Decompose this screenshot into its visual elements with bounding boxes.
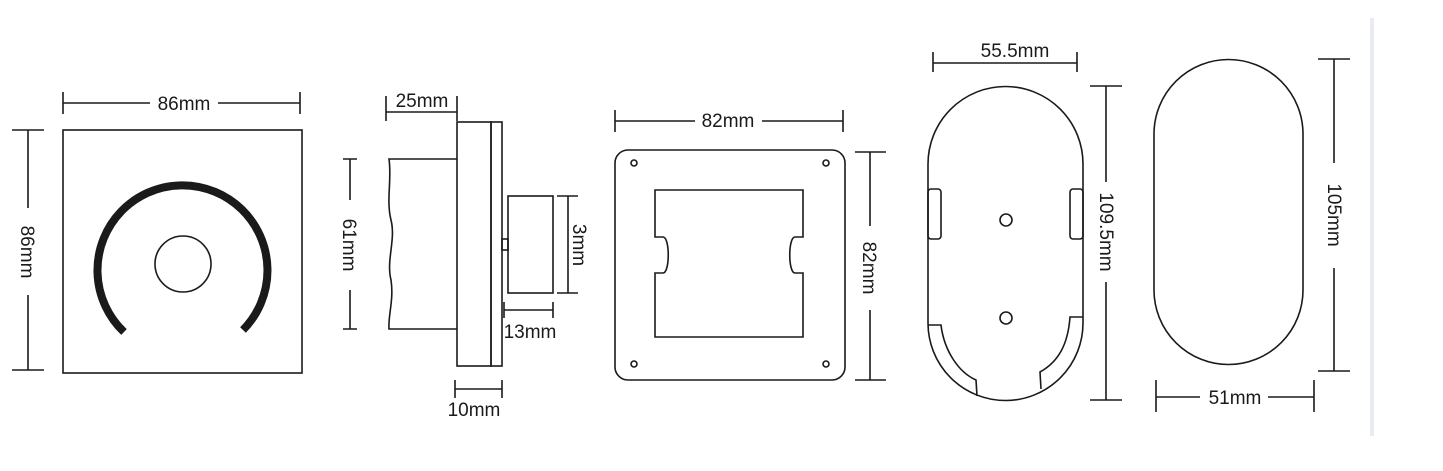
knob-depth-label: 13mm [504,322,557,343]
box-height-dimension-line [343,158,357,330]
mounting-plate-view: 82mm 82mm [614,110,886,381]
screw-hole [822,159,830,167]
height-dimension-line [12,129,44,371]
knob [507,195,554,294]
width-dimension-line [62,92,301,114]
panel-divider [1370,18,1374,436]
bracket-hole [999,213,1013,227]
center-button [154,235,212,293]
front-width-label: 86mm [158,94,211,115]
side-plate [456,121,492,367]
cover-outline [1153,58,1304,366]
bracket-tab-right [1069,188,1084,240]
box-height-label: 61mm [338,219,359,272]
bracket-clip [928,316,1083,397]
back-bracket-view: 55.5mm 109.5mm [927,41,1122,402]
front-view: 86mm 86mm [12,92,303,374]
bracket-height-dimension-line [1090,85,1122,401]
knob-height-label: 3mm [568,224,589,266]
knob-depth-dimension-line [503,302,554,318]
side-view: 25mm 61mm 3mm 13mm 10mm [338,91,589,421]
plate-height-dimension-line [855,151,886,381]
plate-width-dimension-line [614,110,844,132]
screw-hole [630,360,638,368]
front-height-label: 86mm [16,226,37,279]
knob-stem [501,238,509,251]
cover-width-label: 51mm [1209,388,1262,409]
front-panel-outline [62,129,303,374]
plate-cutout [654,189,804,338]
plate-outline [614,149,846,381]
back-box [388,158,457,330]
cover-height-dimension-line [1318,58,1350,372]
cover-height-label: 105mm [1323,183,1344,246]
thickness-dimension-line [454,380,503,398]
bracket-width-dimension-line [932,52,1078,72]
bracket-width-label: 55.5mm [981,41,1050,62]
cover-width-dimension-line [1155,380,1315,412]
depth-dimension-line [385,96,458,121]
plate-height-label: 82mm [858,242,879,295]
side-thin-plate [490,121,503,367]
bracket-height-label: 109.5mm [1095,192,1116,271]
bracket-outline [927,85,1084,402]
screw-hole [630,159,638,167]
thickness-label: 10mm [448,400,501,421]
screw-hole [822,360,830,368]
bracket-tab-left [927,188,942,240]
bracket-hole [999,311,1013,325]
plate-width-label: 82mm [702,111,755,132]
oval-cover-view: 105mm 51mm [1153,58,1350,412]
depth-label: 25mm [396,91,449,112]
dimmer-ring [93,181,272,335]
knob-height-dimension-line [557,195,578,294]
